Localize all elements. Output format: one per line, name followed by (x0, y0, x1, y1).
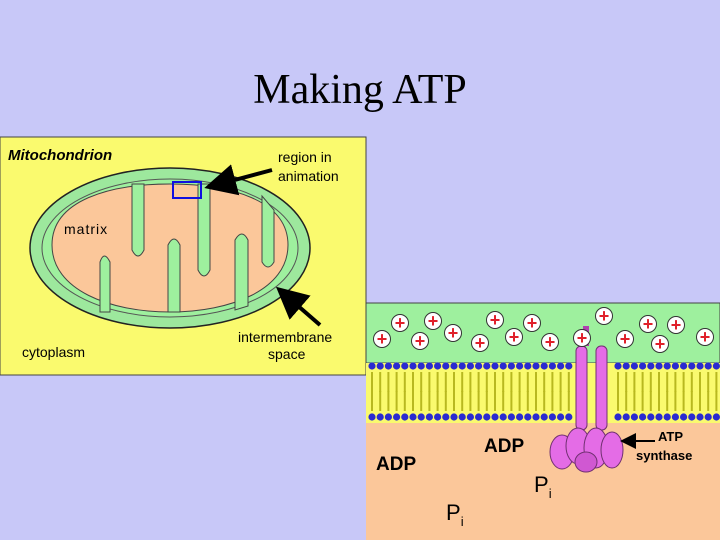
region-box (172, 181, 202, 199)
proton-ion-symbol: + (490, 310, 501, 330)
region-label-line2: animation (278, 168, 339, 184)
proton-ion (486, 311, 504, 329)
proton-ion (391, 314, 409, 332)
region-arrow (204, 164, 273, 196)
proton-ion-symbol: + (509, 327, 520, 347)
proton-ion (523, 314, 541, 332)
pi-label-2-main: P (446, 500, 461, 525)
proton-ion-symbol: + (448, 323, 459, 343)
proton-ion (696, 328, 714, 346)
proton-ion-symbol: + (700, 327, 711, 347)
proton-ion (471, 334, 489, 352)
proton-ion (541, 333, 559, 351)
proton-ion-symbol: + (377, 329, 388, 349)
adp-label-right: ADP (484, 436, 524, 457)
proton-ion (639, 315, 657, 333)
proton-ions: +++++++++++++++++ (373, 306, 714, 354)
adp-label-left: ADP (376, 454, 416, 475)
proton-ion-symbol: + (620, 329, 631, 349)
proton-ion-symbol: + (475, 333, 486, 353)
proton-ion (411, 332, 429, 350)
intermembrane-arrow (275, 286, 322, 327)
intermembrane-label-line1: intermembrane (238, 329, 332, 345)
proton-ion (444, 324, 462, 342)
pi-label-2: Pi (446, 500, 464, 529)
intermembrane-label-line2: space (268, 346, 306, 362)
proton-ion (595, 307, 613, 325)
pi-label-1-sub: i (549, 486, 552, 501)
proton-ion-symbol: + (577, 328, 588, 348)
proton-ion-symbol: + (527, 313, 538, 333)
matrix-label: matrix (64, 221, 108, 237)
pi-label-1-main: P (534, 472, 549, 497)
proton-ion (616, 330, 634, 348)
proton-ion (505, 328, 523, 346)
membrane-panel: +++++++++++++++++ ATP synthase ADP ADP P… (365, 302, 720, 540)
proton-ion (373, 330, 391, 348)
synthase-label-line1: ATP (658, 429, 683, 444)
slide-title: Making ATP (253, 67, 467, 113)
cytoplasm-label: cytoplasm (22, 344, 85, 360)
proton-ion-symbol: + (643, 314, 654, 334)
proton-ion-symbol: + (655, 334, 666, 354)
proton-ion-symbol: + (671, 315, 682, 335)
proton-ion-symbol: + (415, 331, 426, 351)
pi-label-2-sub: i (461, 514, 464, 529)
membrane-panel-matrix (366, 423, 720, 540)
proton-ion (667, 316, 685, 334)
lipid-molecules (368, 362, 720, 421)
proton-ion-symbol: + (428, 311, 439, 331)
proton-ion-symbol: + (545, 332, 556, 352)
mitochondrion-panel: Mitochondrion region in animation matrix… (0, 136, 367, 376)
cristae-folds (99, 183, 275, 313)
lipid-bilayer (366, 363, 720, 423)
proton-ion-symbol: + (599, 306, 610, 326)
proton-ion (424, 312, 442, 330)
mitochondrion-heading: Mitochondrion (8, 147, 112, 164)
proton-ion (651, 335, 669, 353)
proton-ion (573, 329, 591, 347)
pi-label-1: Pi (534, 472, 552, 501)
region-label-line1: region in (278, 149, 332, 165)
proton-ion-symbol: + (395, 313, 406, 333)
synthase-label-line2: synthase (636, 448, 692, 463)
